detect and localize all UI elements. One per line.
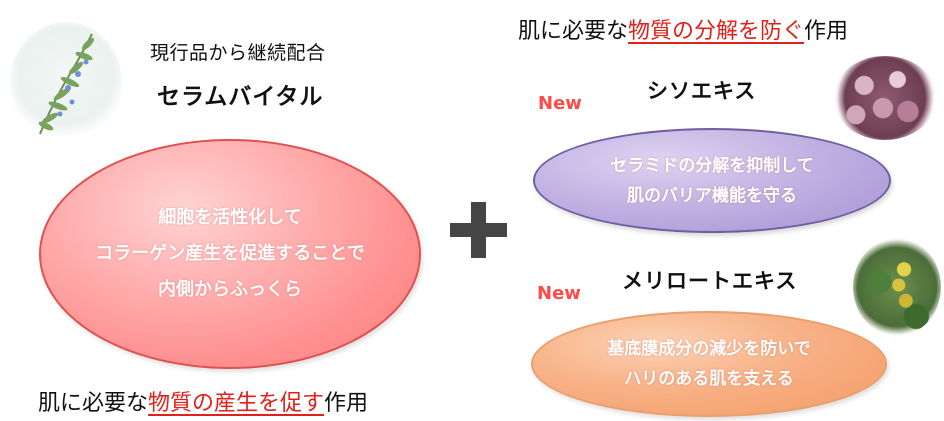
caption-prefix: 肌に必要な <box>518 19 629 44</box>
effect-line: 内側からふっくら <box>158 279 302 300</box>
effect-line: セラミドの分解を抑制して <box>610 155 814 176</box>
effect-line: ハリのある肌を支える <box>624 369 794 389</box>
shiso-effect-ellipse: セラミドの分解を抑制して 肌のバリア機能を守る <box>533 128 891 233</box>
extract-name-shiso: シソエキス <box>647 79 757 103</box>
caption-highlight: 物質の産生を促す <box>148 391 325 416</box>
effect-line: 基底膜成分の減少を防いで <box>607 339 811 359</box>
caption-highlight: 物質の分解を防ぐ <box>628 19 805 44</box>
plus-icon-vertical <box>471 202 486 258</box>
new-badge-melilot: New <box>537 283 581 304</box>
caption-prefix: 肌に必要な <box>38 391 149 416</box>
melilot-effect-ellipse: 基底膜成分の減少を防いで ハリのある肌を支える <box>531 311 887 417</box>
melilot-flower-photo-icon <box>853 238 941 336</box>
extract-name-melilot: メリロートエキス <box>622 269 798 293</box>
effect-line: 細胞を活性化して <box>158 207 302 228</box>
serum-vital-effect-ellipse: 細胞を活性化して コラーゲン産生を促進することで 内側からふっくら <box>39 139 421 369</box>
prevention-action-caption: 肌に必要な物質の分解を防ぐ作用 <box>518 13 848 45</box>
caption-suffix: 作用 <box>324 391 369 416</box>
rosemary-illustration <box>10 22 122 142</box>
shiso-leaf-photo-icon <box>833 56 937 140</box>
production-action-caption: 肌に必要な物質の産生を促す作用 <box>38 385 368 417</box>
new-badge-shiso: New <box>538 93 582 114</box>
effect-line: コラーゲン産生を促進することで <box>95 243 365 264</box>
continued-caption: 現行品から継続配合 <box>150 42 326 64</box>
caption-suffix: 作用 <box>804 19 849 44</box>
rosemary-icon <box>38 33 95 135</box>
ingredient-name-serum-vital: セラムバイタル <box>157 84 324 110</box>
effect-line: 肌のバリア機能を守る <box>627 185 797 206</box>
